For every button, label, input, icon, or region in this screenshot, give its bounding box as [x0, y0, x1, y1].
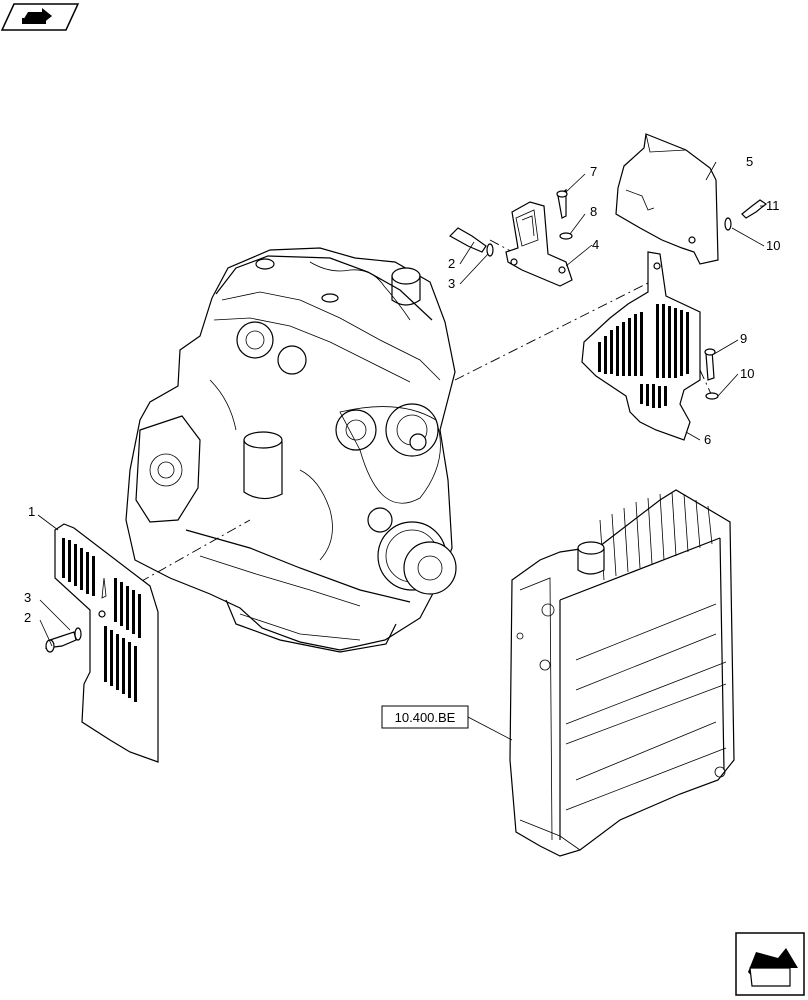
callout-8: 8 [590, 204, 597, 219]
callout-11: 11 [766, 198, 780, 213]
left-washer-part-3 [74, 627, 82, 641]
washer-part-10-top [724, 217, 732, 231]
radiator-reference-box[interactable]: 10.400.BE [381, 705, 513, 741]
callout-2-right: 2 [448, 256, 455, 271]
radiator-reference-label: 10.400.BE [395, 710, 456, 725]
bolt-part-9 [704, 348, 716, 381]
left-shield-part-1 [54, 523, 159, 763]
callout-3-right: 3 [448, 276, 455, 291]
nav-next-icon[interactable] [735, 932, 805, 996]
upper-shield-part-5 [615, 133, 719, 265]
callout-6: 6 [704, 432, 711, 447]
callout-3-left: 3 [24, 590, 31, 605]
callout-leaders [37, 161, 765, 647]
washer-part-10-mid [705, 392, 719, 400]
bolt-part-11 [741, 199, 768, 219]
callout-10-mid: 10 [740, 366, 754, 381]
right-washer-part-3 [486, 243, 494, 257]
callout-5: 5 [746, 154, 753, 169]
washer-part-8 [559, 232, 573, 240]
callout-2-left: 2 [24, 610, 31, 625]
callout-numbers: 1 3 2 2 3 4 5 6 7 8 9 10 11 10 [24, 154, 780, 625]
callout-9: 9 [740, 331, 747, 346]
engine-assembly [125, 247, 457, 653]
callout-4: 4 [592, 237, 599, 252]
callout-10-top: 10 [766, 238, 780, 253]
radiator-assembly [509, 489, 735, 857]
bolt-part-7 [556, 188, 568, 219]
callout-7: 7 [590, 164, 597, 179]
bracket-part-4 [505, 201, 573, 287]
left-bolt-part-2 [44, 631, 77, 653]
nav-back-icon[interactable] [0, 3, 80, 31]
right-bolt-part-2 [449, 227, 487, 253]
right-shield-part-6 [581, 251, 701, 441]
callout-1: 1 [28, 504, 35, 519]
